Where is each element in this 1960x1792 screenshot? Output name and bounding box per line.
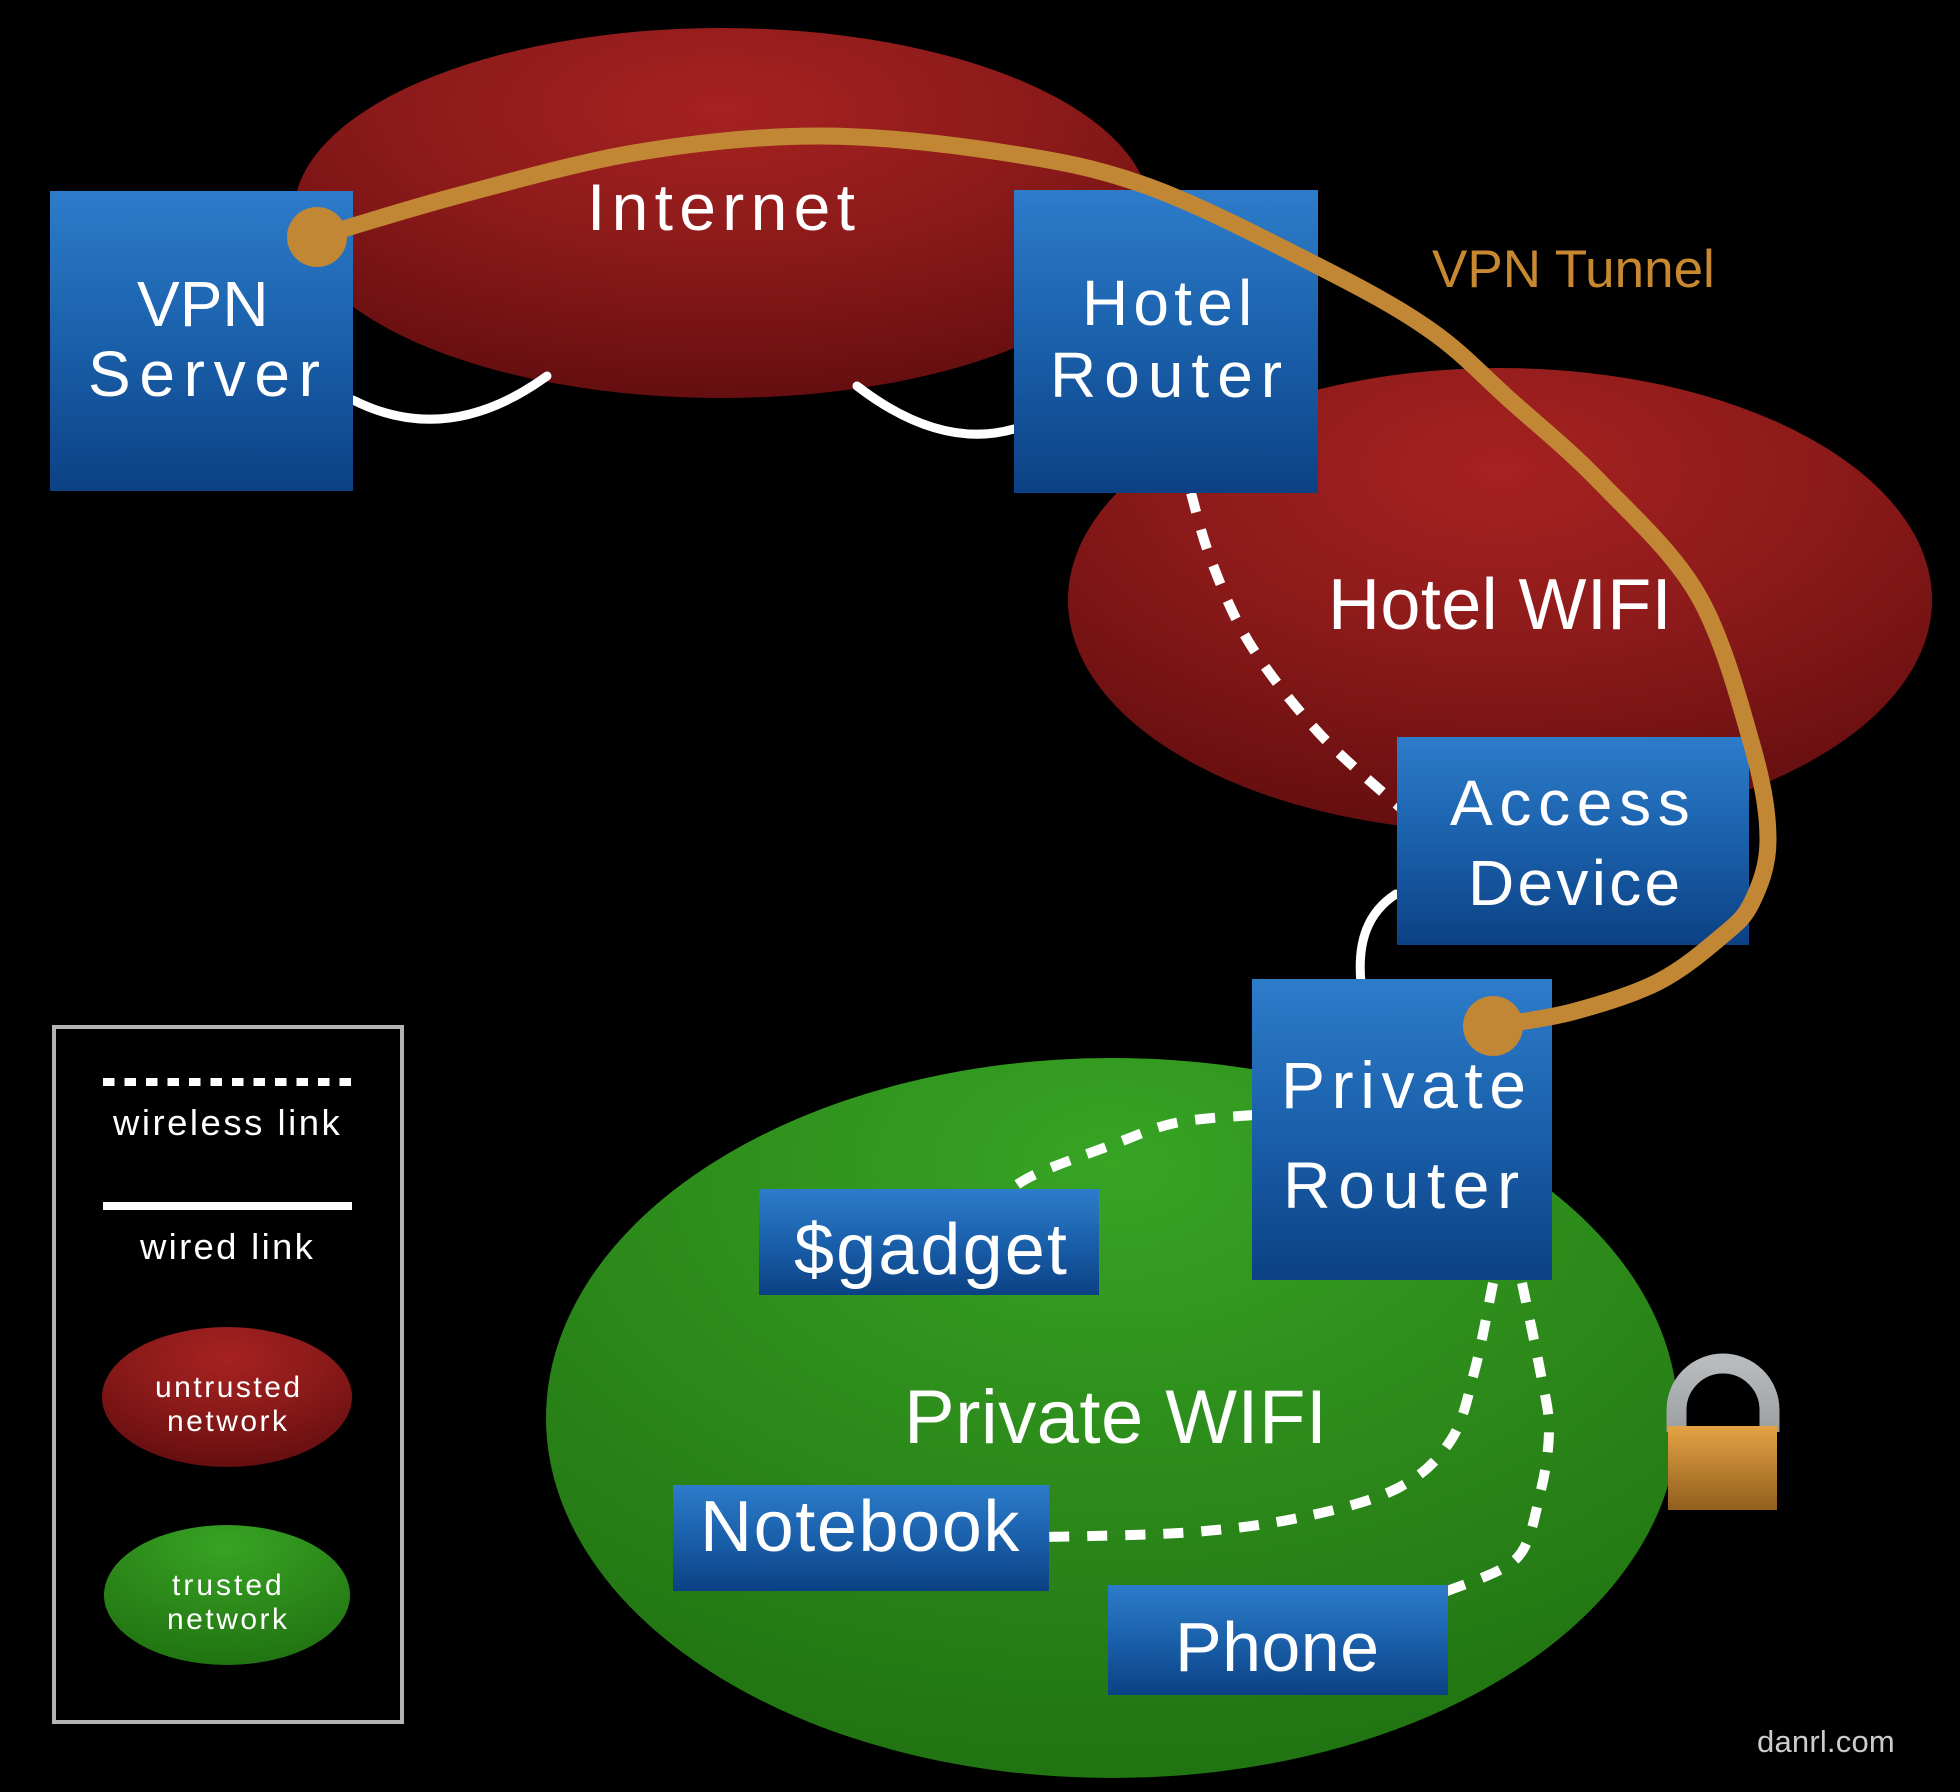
svg-text:wired link: wired link [139,1226,315,1267]
svg-text:Private: Private [1281,1048,1533,1122]
svg-text:Hotel: Hotel [1082,267,1257,339]
svg-text:Server: Server [88,338,329,410]
svg-text:Access: Access [1450,767,1696,839]
svg-text:Notebook: Notebook [700,1487,1021,1567]
svg-text:network: network [167,1603,290,1636]
svg-text:danrl.com: danrl.com [1757,1724,1895,1759]
svg-text:Device: Device [1468,847,1683,919]
svg-text:VPN Tunnel: VPN Tunnel [1432,240,1715,299]
svg-text:Internet: Internet [587,170,861,244]
svg-text:Private WIFI: Private WIFI [904,1375,1327,1460]
svg-text:$gadget: $gadget [794,1210,1069,1290]
svg-text:Router: Router [1050,339,1290,411]
svg-text:untrusted: untrusted [155,1371,303,1404]
svg-text:trusted: trusted [172,1569,285,1602]
svg-text:network: network [167,1405,290,1438]
svg-text:VPN: VPN [137,268,269,340]
svg-text:Hotel WIFI: Hotel WIFI [1328,565,1672,645]
svg-text:wireless link: wireless link [112,1102,342,1143]
svg-text:Router: Router [1283,1148,1527,1222]
svg-text:Phone: Phone [1175,1608,1379,1686]
